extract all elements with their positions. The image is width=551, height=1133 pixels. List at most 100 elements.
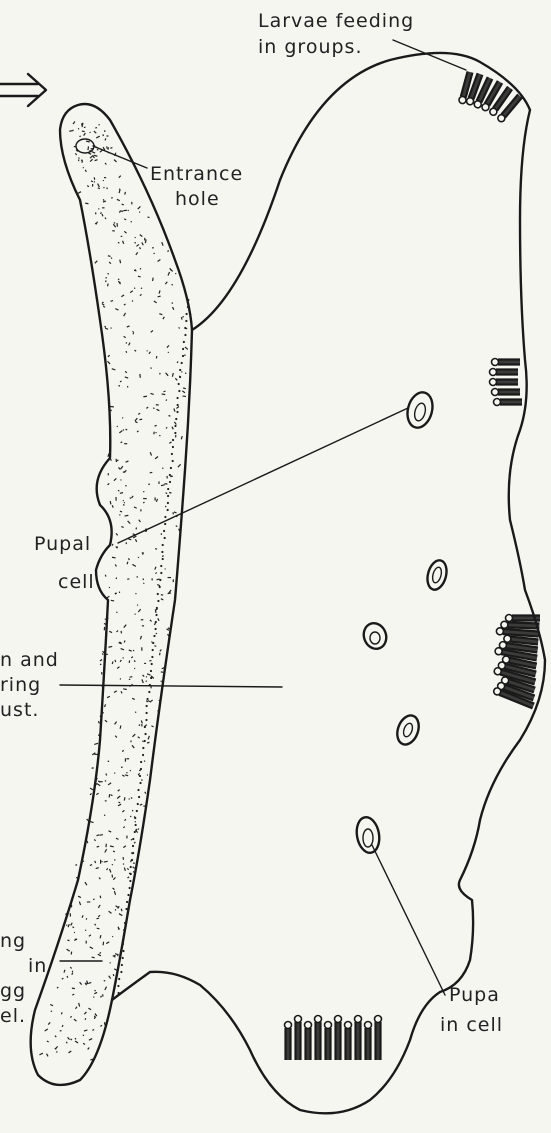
stipple-dot: [183, 388, 186, 389]
stipple-dot: [119, 914, 122, 916]
stipple-dot: [132, 698, 135, 699]
stipple-dot: [167, 345, 169, 347]
stipple-dot: [140, 294, 142, 295]
stipple-dot: [176, 407, 179, 409]
stipple-dot: [89, 982, 92, 983]
stipple-dot: [124, 313, 126, 316]
larva: [365, 1022, 372, 1061]
stipple-dot: [114, 691, 117, 693]
stipple-dot: [109, 631, 112, 632]
stipple-dot: [132, 564, 136, 566]
pupal-cell: [360, 620, 390, 652]
stipple-dot: [165, 506, 166, 507]
stipple-dot: [144, 761, 145, 762]
stipple-dot: [116, 906, 119, 908]
stipple-dot: [147, 217, 149, 218]
stipple-dot: [169, 442, 171, 444]
stipple-dot: [167, 629, 169, 631]
stipple-dot: [156, 409, 159, 410]
stipple-dot: [178, 464, 181, 467]
stipple-dot: [168, 272, 170, 276]
larva: [375, 1016, 382, 1061]
stipple-dot: [94, 990, 95, 991]
stipple-dot: [68, 924, 69, 927]
larva: [295, 1016, 302, 1061]
stipple-dot: [74, 939, 77, 941]
stipple-dot: [55, 1036, 56, 1038]
stipple-dot: [47, 1041, 49, 1042]
stipple-dot: [83, 1043, 85, 1044]
stipple-dot: [88, 1048, 90, 1050]
stipple-dot: [174, 425, 176, 427]
stipple-dot: [96, 868, 99, 869]
stipple-dot: [145, 239, 146, 243]
stipple-dot: [166, 399, 167, 400]
stipple-dot: [108, 361, 111, 364]
stipple-dot: [143, 502, 144, 503]
stipple-dot: [78, 896, 81, 897]
stipple-dot: [172, 284, 173, 285]
stipple-dot: [120, 679, 121, 680]
stipple-dot: [144, 726, 146, 728]
stipple-dot: [48, 1022, 50, 1024]
stipple-dot: [98, 905, 100, 908]
stipple-dot: [114, 969, 117, 970]
stipple-dot: [111, 795, 113, 796]
stipple-dot: [96, 136, 100, 138]
stipple-dot: [100, 660, 102, 662]
stipple-dot: [121, 295, 124, 297]
stipple-dot: [146, 705, 148, 707]
stipple-dot: [74, 932, 75, 933]
stipple-dot: [100, 996, 101, 998]
larva: [490, 369, 519, 376]
stipple-dot: [138, 413, 140, 414]
pupal-cell: [424, 558, 449, 592]
stipple-dot: [107, 273, 108, 274]
larvae-group-bottom: [285, 1016, 382, 1061]
stipple-dot: [95, 160, 98, 161]
stipple-dot: [87, 841, 88, 844]
stipple-dot: [169, 493, 171, 494]
stipple-dot: [145, 712, 147, 714]
stipple-dot: [176, 397, 178, 399]
stipple-dot: [90, 788, 93, 790]
stipple-dot: [151, 368, 152, 369]
stipple-dot: [55, 1046, 57, 1048]
stipple-dot: [176, 411, 178, 413]
stipple-dot: [155, 456, 158, 458]
stipple-dot: [157, 579, 160, 580]
stipple-dot: [105, 328, 108, 329]
stipple-dot: [79, 1003, 80, 1007]
larvae-group-middle: [490, 359, 523, 406]
stipple-dot: [97, 846, 100, 847]
larvae-group-right: [493, 615, 540, 710]
stipple-dot: [66, 925, 67, 926]
stipple-dot: [127, 868, 129, 869]
stipple-dot: [62, 978, 64, 979]
stipple-dot: [100, 935, 101, 938]
stipple-dot: [150, 472, 153, 473]
stipple-dot: [92, 1030, 94, 1031]
stipple-dot: [71, 923, 73, 926]
stipple-dot: [108, 483, 110, 485]
stipple-dot: [111, 600, 114, 601]
stipple-dot: [125, 192, 126, 195]
stipple-dot: [67, 949, 70, 951]
stipple-dot: [136, 252, 138, 255]
stipple-dot: [88, 1008, 91, 1010]
stipple-dot: [125, 377, 128, 378]
stipple-dot: [89, 1039, 92, 1041]
stipple-dot: [173, 307, 174, 310]
stipple-dot: [181, 362, 183, 364]
stipple-dot: [108, 355, 110, 357]
stipple-dot: [120, 381, 122, 382]
stipple-dot: [90, 947, 93, 949]
stipple-dot: [138, 737, 140, 738]
stipple-dot: [187, 299, 189, 301]
stipple-dot: [123, 827, 124, 828]
stipple-dot: [179, 327, 180, 328]
stipple-dot: [109, 831, 112, 832]
stipple-dot: [100, 1025, 102, 1026]
pupal-label-line1: Pupal: [34, 533, 91, 555]
stipple-dot: [151, 656, 153, 658]
